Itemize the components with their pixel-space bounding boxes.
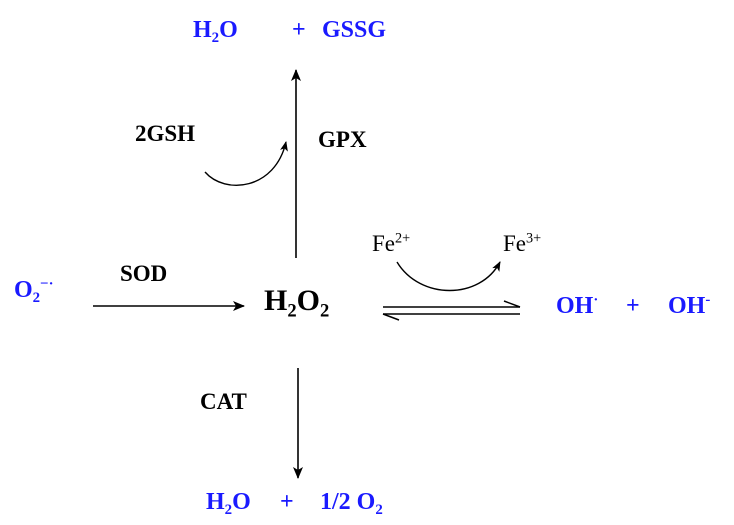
gsh-label: 2GSH (135, 121, 196, 146)
gsh-curved-arrow (204, 141, 288, 186)
fenton-curved-arrow (396, 261, 501, 292)
cat-product-water: H2O (206, 489, 251, 519)
gpx-product-plus: + (292, 17, 306, 43)
gpx-product-water: H2O (193, 17, 238, 47)
hydroxyl-radical-label: OH· (556, 292, 599, 319)
hydroxide-label: OH- (668, 292, 711, 319)
gpx-product-gssg: GSSG (322, 17, 387, 43)
sod-enzyme-label: SOD (120, 261, 168, 286)
cat-product-plus: + (280, 489, 294, 515)
equilibrium-arrows (382, 300, 521, 321)
superoxide-label: O2−· (14, 276, 54, 307)
hydrogen-peroxide-label: H2O2 (264, 284, 330, 322)
gpx-enzyme-label: GPX (318, 127, 367, 152)
fe3-label: Fe3+ (503, 230, 542, 256)
right-plus: + (626, 293, 640, 319)
fe2-label: Fe2+ (372, 230, 411, 256)
cat-product-oxygen: 1/2 O2 (320, 489, 383, 519)
cat-enzyme-label: CAT (200, 389, 247, 414)
